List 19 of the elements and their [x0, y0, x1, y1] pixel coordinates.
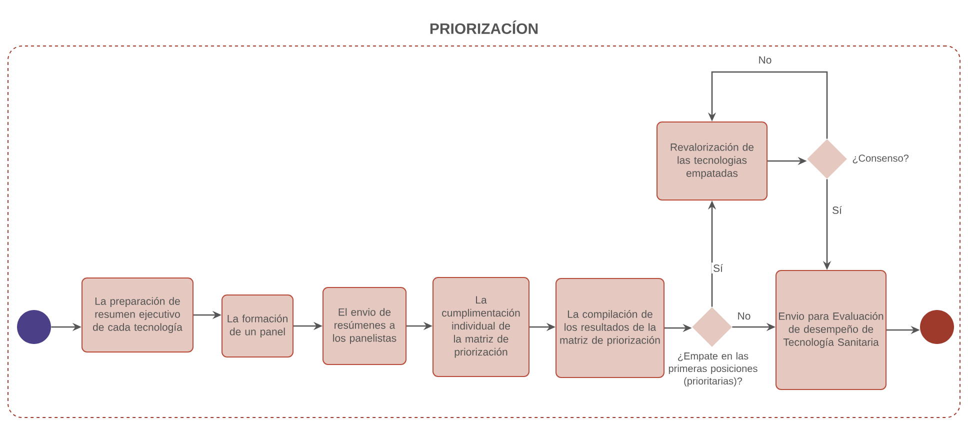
edge-label: Sí [830, 204, 844, 216]
dashed-frame [8, 46, 960, 418]
decision-label: ¿Consenso? [852, 154, 909, 164]
process-box: La cumplimentación individual de la matriz de priorización [432, 277, 530, 377]
process-box: La compilación de los resultados de la matriz de priorización [556, 278, 664, 378]
circle [920, 310, 954, 344]
decision-diamond [807, 139, 847, 179]
decision-diamond [692, 307, 732, 347]
title: PRIORIZACÍON [430, 20, 538, 34]
decision-label: ¿Empate en las primeras posiciones (prioritarias)? [668, 352, 758, 387]
process-box: Revalorización de las tecnologias empatadas [656, 122, 768, 200]
process-box: El envio de resúmenes a los panelistas [322, 287, 406, 365]
process-box: La preparación de resumen ejecutivo de cada tecnología [82, 278, 194, 352]
circle [17, 310, 51, 344]
process-box: Envio para Evaluación de desempeño de Tecnología Sanitaria [776, 270, 886, 390]
edge-label: No [736, 310, 752, 322]
process-box: La formación de un panel [222, 294, 294, 358]
edge-label: Sí [712, 262, 724, 274]
edge-label: No [756, 54, 774, 66]
